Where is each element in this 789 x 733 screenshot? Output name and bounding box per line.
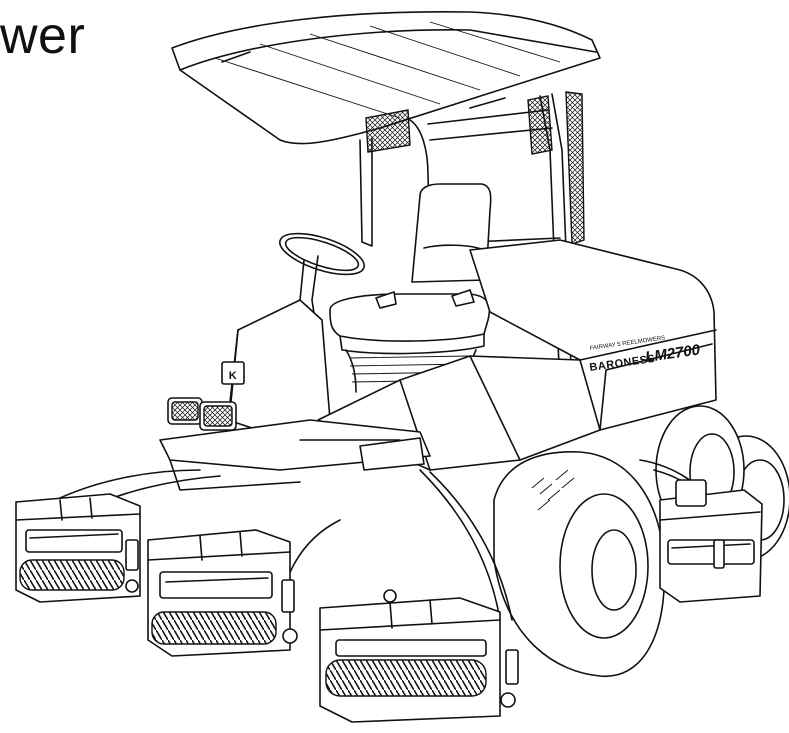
canopy-roof: [171, 10, 601, 145]
reel-unit-left: [15, 493, 141, 603]
reel-unit-center-left: [147, 529, 291, 657]
heading-text: wer: [0, 7, 86, 65]
front-platform: [159, 419, 431, 491]
reel-unit-center-front: [319, 589, 501, 723]
control-console: K: [221, 299, 331, 435]
headlights: [167, 397, 237, 431]
drive-motors: [125, 539, 725, 708]
front-tire: [493, 451, 666, 677]
dash-badge-glyph: K: [229, 370, 237, 382]
reel-unit-right: [659, 479, 763, 603]
dash-badge-icon: [221, 361, 245, 385]
